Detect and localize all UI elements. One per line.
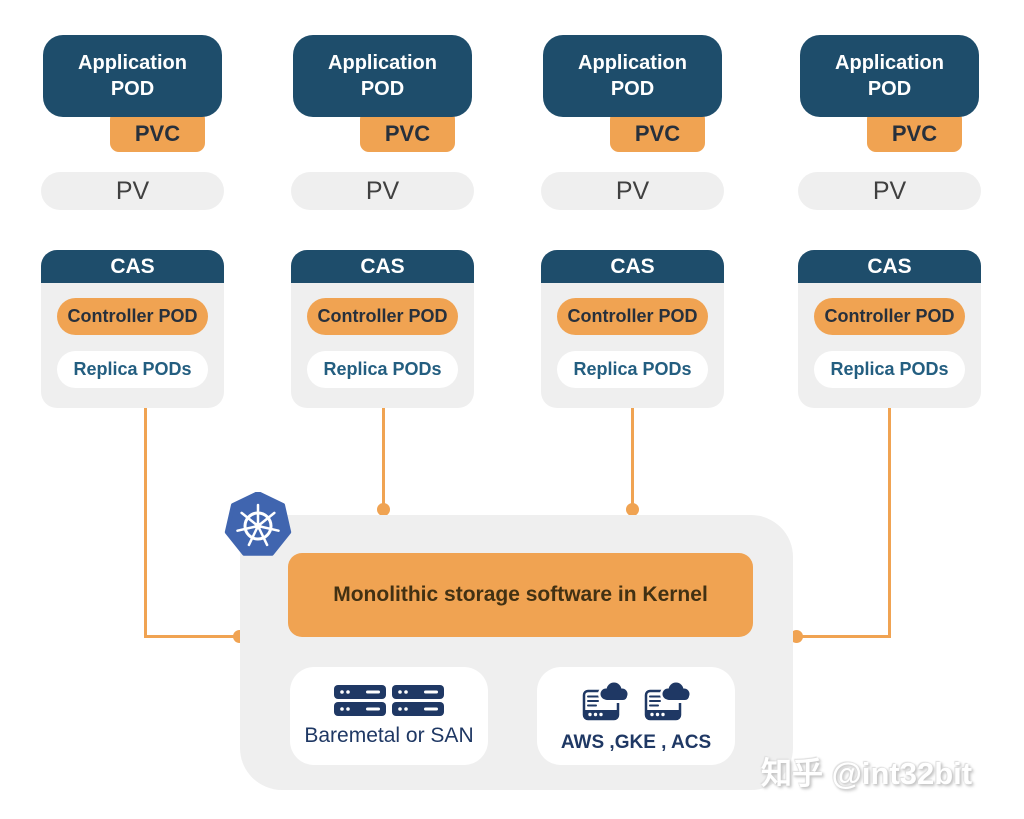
replica-pods-box: Replica PODs (307, 351, 458, 388)
cloud-icons-row (579, 679, 693, 725)
replica-pods-box: Replica PODs (814, 351, 965, 388)
cas-header: CAS (41, 250, 224, 283)
stack-column-3: PVC Application POD PV CAS Controller PO… (541, 0, 724, 819)
application-pod-box: Application POD (43, 35, 222, 117)
replica-pods-box: Replica PODs (557, 351, 708, 388)
cas-box: CAS Controller POD Replica PODs (798, 250, 981, 408)
connector-line-col1-vertical (144, 408, 147, 638)
cloud-box: AWS ,GKE , ACS (537, 667, 735, 765)
controller-pod-box: Controller POD (557, 298, 708, 335)
cas-header: CAS (291, 250, 474, 283)
stack-column-4: PVC Application POD PV CAS Controller PO… (798, 0, 981, 819)
application-pod-box: Application POD (293, 35, 472, 117)
controller-pod-box: Controller POD (57, 298, 208, 335)
pvc-box: PVC (610, 110, 705, 152)
connector-line-col4-vertical (888, 408, 891, 638)
stack-column-1: PVC Application POD PV CAS Controller PO… (41, 0, 224, 819)
cas-header: CAS (541, 250, 724, 283)
baremetal-label: Baremetal or SAN (304, 723, 474, 747)
connector-line-col2-vertical (382, 408, 385, 508)
server-rack-icon (334, 684, 444, 716)
connector-line-col4-horizontal (797, 635, 891, 638)
pvc-box: PVC (360, 110, 455, 152)
connector-line-col1-horizontal (144, 635, 238, 638)
watermark-text: 知乎 @int32bit (761, 756, 973, 791)
pv-box: PV (798, 172, 981, 210)
baremetal-box: Baremetal or SAN (290, 667, 488, 765)
connector-line-col3-vertical (631, 408, 634, 508)
kubernetes-icon (224, 492, 292, 556)
cloud-server-icon (582, 679, 630, 720)
cas-box: CAS Controller POD Replica PODs (291, 250, 474, 408)
pv-box: PV (291, 172, 474, 210)
cas-box: CAS Controller POD Replica PODs (41, 250, 224, 408)
cloud-server-icon (644, 679, 692, 720)
cas-header: CAS (798, 250, 981, 283)
pv-box: PV (541, 172, 724, 210)
pv-box: PV (41, 172, 224, 210)
controller-pod-box: Controller POD (814, 298, 965, 335)
application-pod-box: Application POD (543, 35, 722, 117)
kernel-storage-box: Monolithic storage software in Kernel (288, 553, 753, 637)
storage-platform-box: Monolithic storage software in Kernel (240, 515, 793, 790)
pvc-box: PVC (110, 110, 205, 152)
connector-endpoint-col2 (377, 503, 390, 516)
application-pod-box: Application POD (800, 35, 979, 117)
controller-pod-box: Controller POD (307, 298, 458, 335)
pvc-box: PVC (867, 110, 962, 152)
replica-pods-box: Replica PODs (57, 351, 208, 388)
connector-endpoint-col3 (626, 503, 639, 516)
cloud-label: AWS ,GKE , ACS (560, 731, 712, 753)
connector-endpoint-col4 (790, 630, 803, 643)
cas-box: CAS Controller POD Replica PODs (541, 250, 724, 408)
stack-column-2: PVC Application POD PV CAS Controller PO… (291, 0, 474, 819)
